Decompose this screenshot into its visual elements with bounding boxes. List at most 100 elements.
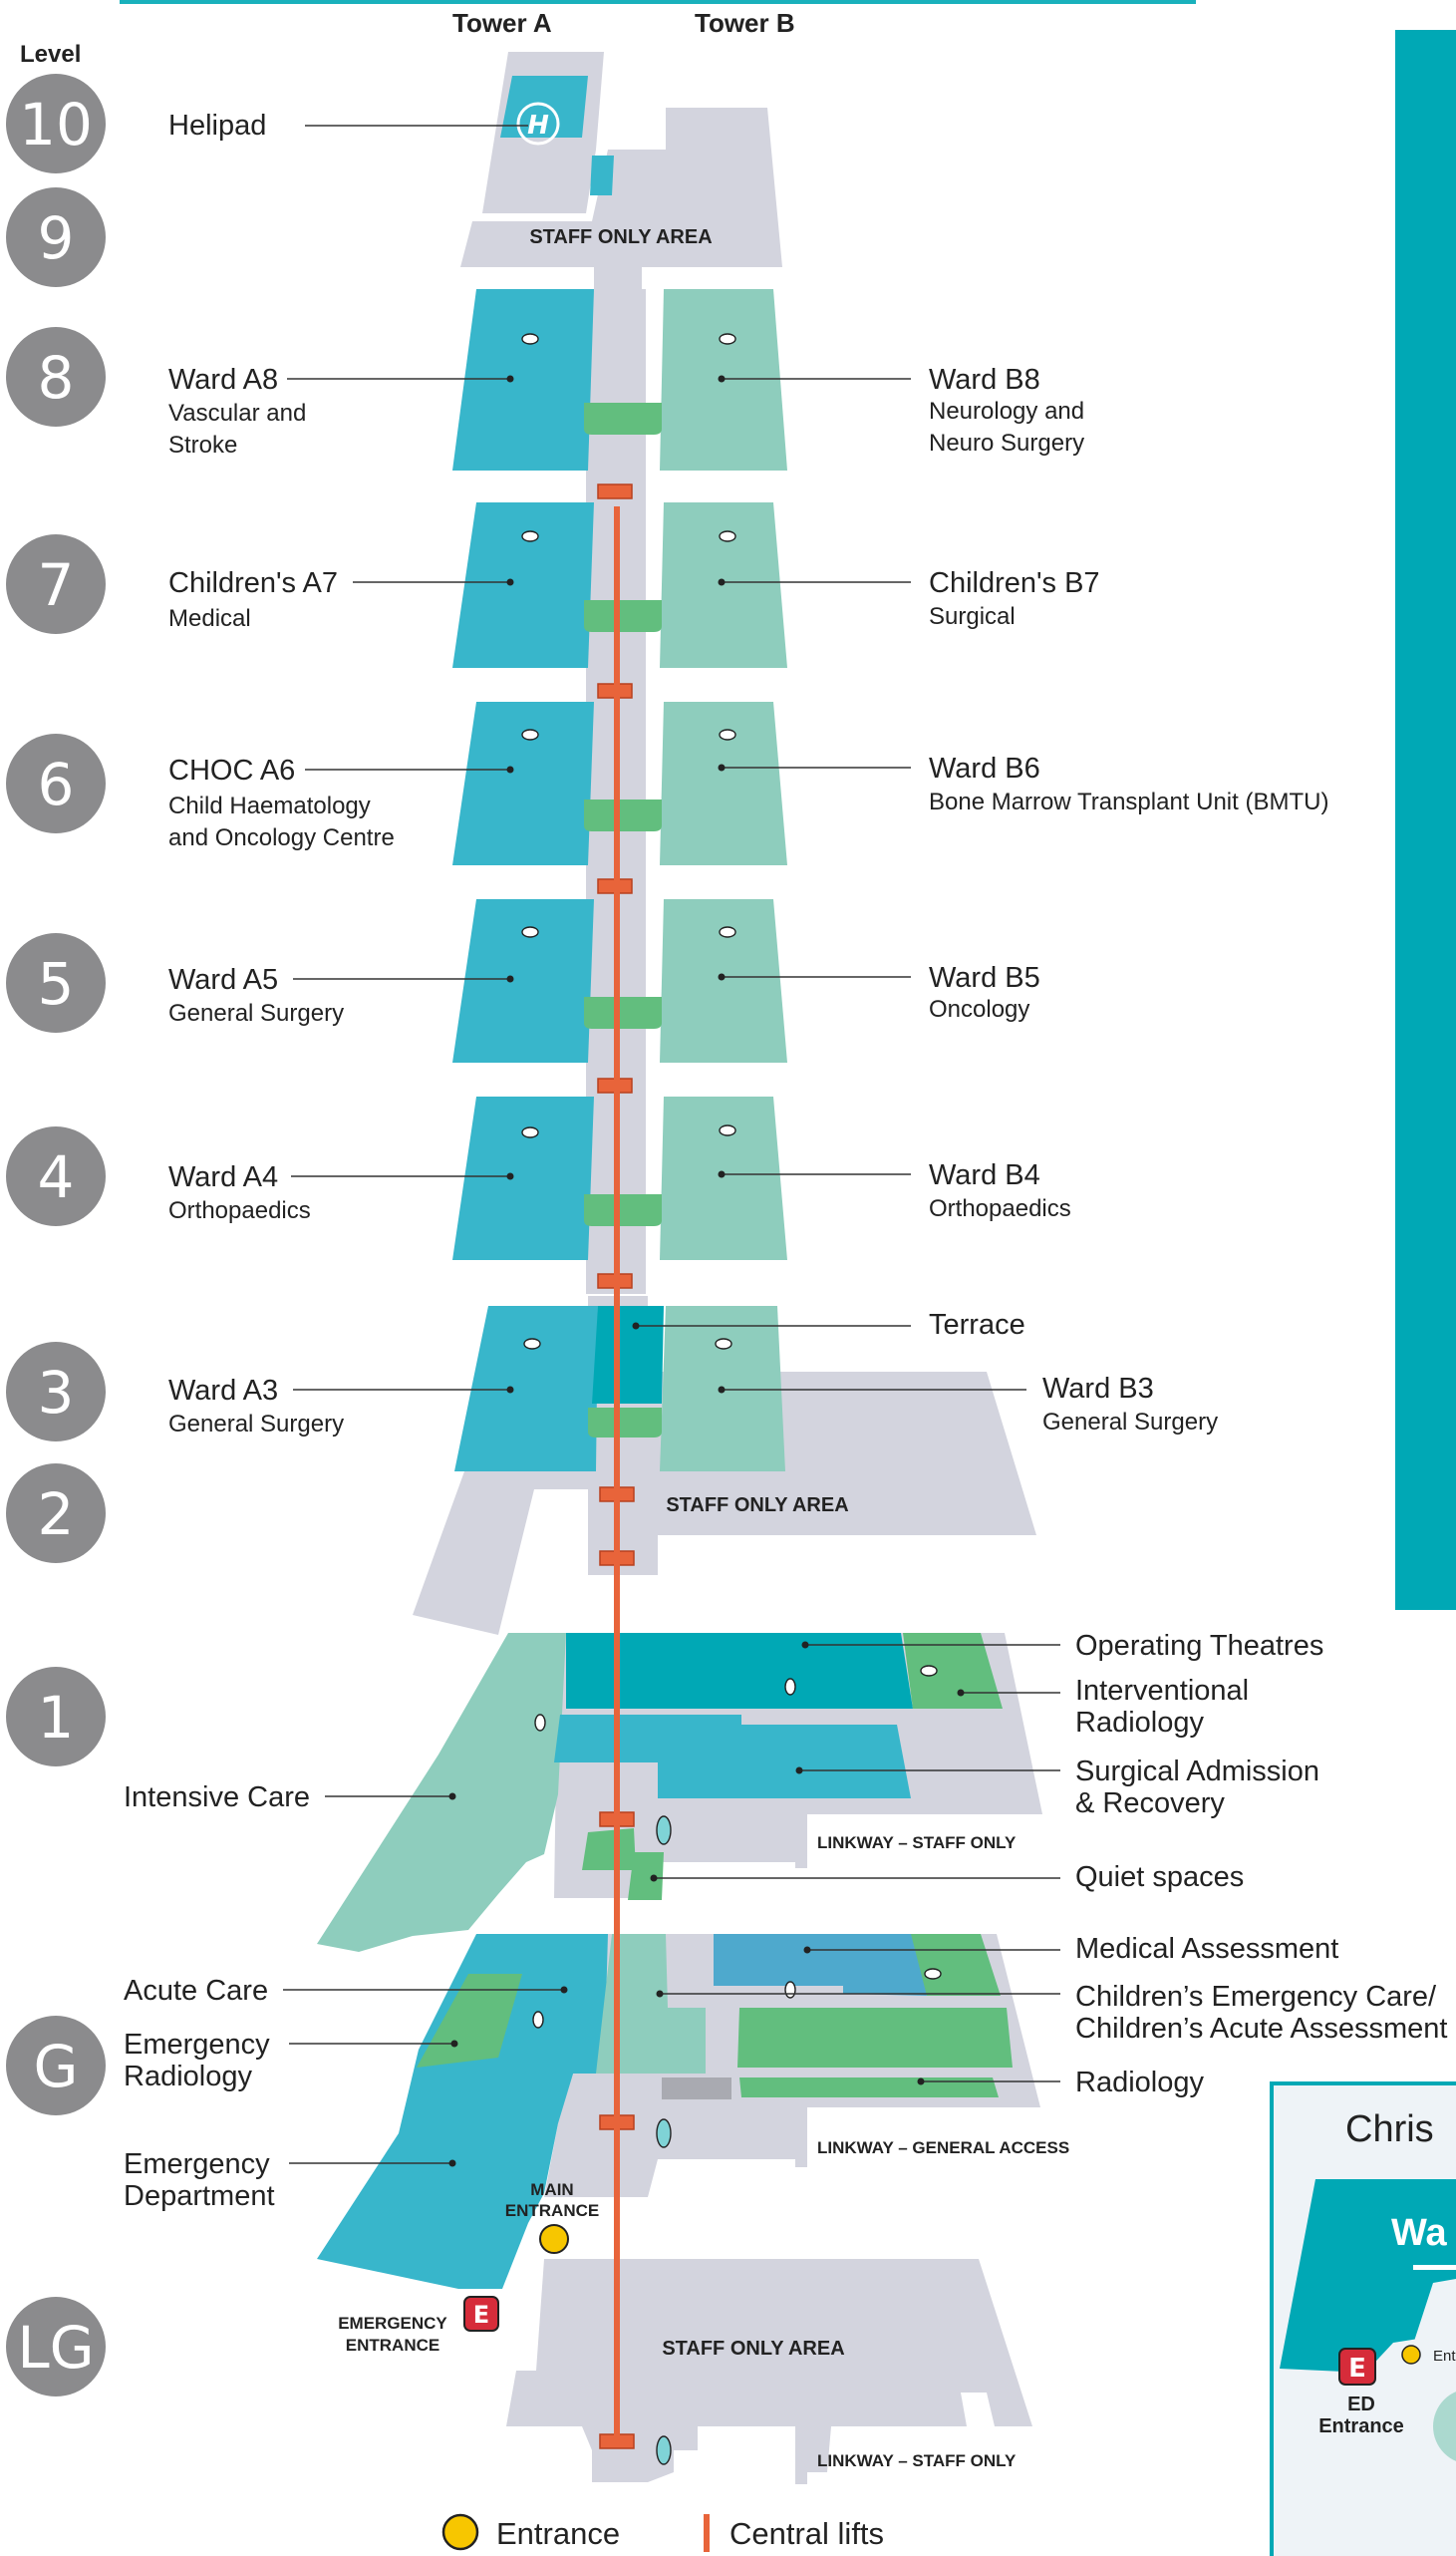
ward-b8-desc-1: Neurology and <box>929 398 1084 425</box>
level-5-floor <box>452 897 787 1099</box>
svg-text:9: 9 <box>38 204 75 272</box>
svg-text:8: 8 <box>38 344 75 412</box>
level-8-floor <box>452 289 787 502</box>
main-entrance-icon <box>539 2224 569 2254</box>
childrens-b7-label: Children's B7 <box>929 567 1100 599</box>
linkway-staff-label-1: LINKWAY – STAFF ONLY <box>817 1833 1017 1852</box>
svg-text:10: 10 <box>19 91 93 159</box>
svg-text:H: H <box>527 111 549 141</box>
linkway-stub-g <box>795 2107 807 2167</box>
level-marker-lg: LG <box>6 2297 106 2396</box>
svg-text:LG: LG <box>17 2314 94 2382</box>
ward-a8-desc-2: Stroke <box>168 432 237 459</box>
level-9-10-floors <box>460 52 782 304</box>
helipad-label: Helipad <box>168 110 266 142</box>
ward-a3-desc: General Surgery <box>168 1411 344 1438</box>
linkway-stub-lg <box>795 2426 807 2484</box>
legend-central-lifts-label: Central lifts <box>729 2516 884 2551</box>
svg-text:3: 3 <box>38 1359 75 1427</box>
linkway-general-label: LINKWAY – GENERAL ACCESS <box>817 2138 1069 2157</box>
side-info-panel <box>1395 30 1456 1610</box>
ward-a8-label: Ward A8 <box>168 364 278 396</box>
childrens-a7-label: Children's A7 <box>168 567 338 599</box>
quiet-spaces-label: Quiet spaces <box>1075 1861 1244 1893</box>
svg-text:E: E <box>473 2301 489 2329</box>
level-marker-4: 4 <box>6 1126 106 1226</box>
choc-a6-desc-1: Child Haematology <box>168 793 371 819</box>
ward-b3-desc: General Surgery <box>1042 1409 1218 1436</box>
svg-text:E: E <box>1348 2354 1366 2384</box>
emergency-icon: E <box>463 2296 499 2332</box>
level-g-floor <box>317 1934 1040 2289</box>
inset-map: Chris Wa Ent E ED Entrance <box>1270 2081 1456 2556</box>
level-marker-2: 2 <box>6 1463 106 1563</box>
ward-b8-desc-2: Neuro Surgery <box>929 430 1084 457</box>
interventional-radiology-label-2: Radiology <box>1075 1707 1204 1739</box>
emergency-entrance-label-2: ENTRANCE <box>346 2336 439 2355</box>
ward-b3-label: Ward B3 <box>1042 1373 1154 1405</box>
emergency-department-label-2: Department <box>124 2180 275 2212</box>
level-heading: Level <box>20 41 81 68</box>
surgical-admission-label-1: Surgical Admission <box>1075 1756 1319 1787</box>
ward-b5-desc: Oncology <box>929 996 1029 1023</box>
level-2-3-floors <box>413 1296 1036 1635</box>
level-marker-5: 5 <box>6 933 106 1033</box>
svg-text:G: G <box>34 2033 79 2100</box>
staff-only-label-9: STAFF ONLY AREA <box>529 226 712 248</box>
choc-a6-label: CHOC A6 <box>168 755 295 787</box>
level-1-floor <box>317 1633 1042 1952</box>
childrens-emergency-label-1: Children’s Emergency Care/ <box>1075 1981 1437 2013</box>
helipad <box>500 76 588 138</box>
linkway-staff-label-lg: LINKWAY – STAFF ONLY <box>817 2451 1017 2470</box>
level-marker-g: G <box>6 2016 106 2115</box>
inset-ed-label-2: Entrance <box>1318 2415 1404 2437</box>
svg-text:5: 5 <box>38 950 75 1018</box>
inset-ward-label: Wa <box>1391 2212 1447 2254</box>
legend-entrance-label: Entrance <box>496 2516 620 2551</box>
tower-a-heading: Tower A <box>452 8 552 38</box>
helipad-icon: H <box>516 102 560 146</box>
level-marker-6: 6 <box>6 734 106 833</box>
medical-assessment-label: Medical Assessment <box>1075 1933 1338 1965</box>
ward-a5-desc: General Surgery <box>168 1000 344 1027</box>
ward-b6-desc: Bone Marrow Transplant Unit (BMTU) <box>929 789 1328 815</box>
ward-b4-label: Ward B4 <box>929 1159 1040 1191</box>
linkway-stub-1 <box>795 1814 807 1868</box>
level-marker-7: 7 <box>6 534 106 634</box>
level-markers: 10 9 8 7 6 5 4 3 2 1 G LG <box>6 74 106 2396</box>
level-7-floor <box>452 500 787 702</box>
ward-b8-label: Ward B8 <box>929 364 1040 396</box>
childrens-b7-desc: Surgical <box>929 603 1016 630</box>
toilet-icon <box>521 333 942 2029</box>
ward-a4-label: Ward A4 <box>168 1161 278 1193</box>
childrens-a7-desc: Medical <box>168 605 251 632</box>
svg-text:2: 2 <box>38 1480 75 1548</box>
staff-only-label-2: STAFF ONLY AREA <box>666 1494 848 1516</box>
inset-ed-label-1: ED <box>1347 2394 1375 2415</box>
level-marker-1: 1 <box>6 1667 106 1766</box>
ward-b6-label: Ward B6 <box>929 753 1040 785</box>
acute-care-label: Acute Care <box>124 1975 268 2007</box>
level-marker-8: 8 <box>6 327 106 427</box>
interventional-radiology-label-1: Interventional <box>1075 1675 1249 1707</box>
staff-only-label-lg: STAFF ONLY AREA <box>662 2338 844 2360</box>
svg-text:7: 7 <box>38 551 75 619</box>
svg-text:4: 4 <box>38 1143 75 1211</box>
level-marker-10: 10 <box>6 74 106 173</box>
main-entrance-label-2: ENTRANCE <box>505 2201 599 2220</box>
ward-a4-desc: Orthopaedics <box>168 1197 311 1224</box>
surgical-admission-label-2: & Recovery <box>1075 1787 1225 1819</box>
emergency-radiology-label-1: Emergency <box>124 2029 270 2061</box>
tower-b-heading: Tower B <box>695 8 795 38</box>
svg-text:6: 6 <box>38 751 75 818</box>
lift-icon <box>656 1815 672 2465</box>
level-marker-9: 9 <box>6 187 106 287</box>
legend: Entrance Central lifts <box>441 2513 884 2552</box>
ward-a8-desc-1: Vascular and <box>168 400 306 427</box>
ward-b4-desc: Orthopaedics <box>929 1195 1071 1222</box>
operating-theatres-label: Operating Theatres <box>1075 1630 1323 1662</box>
entrance-icon <box>441 2513 479 2551</box>
ward-a3-label: Ward A3 <box>168 1375 278 1407</box>
svg-text:1: 1 <box>38 1684 75 1752</box>
